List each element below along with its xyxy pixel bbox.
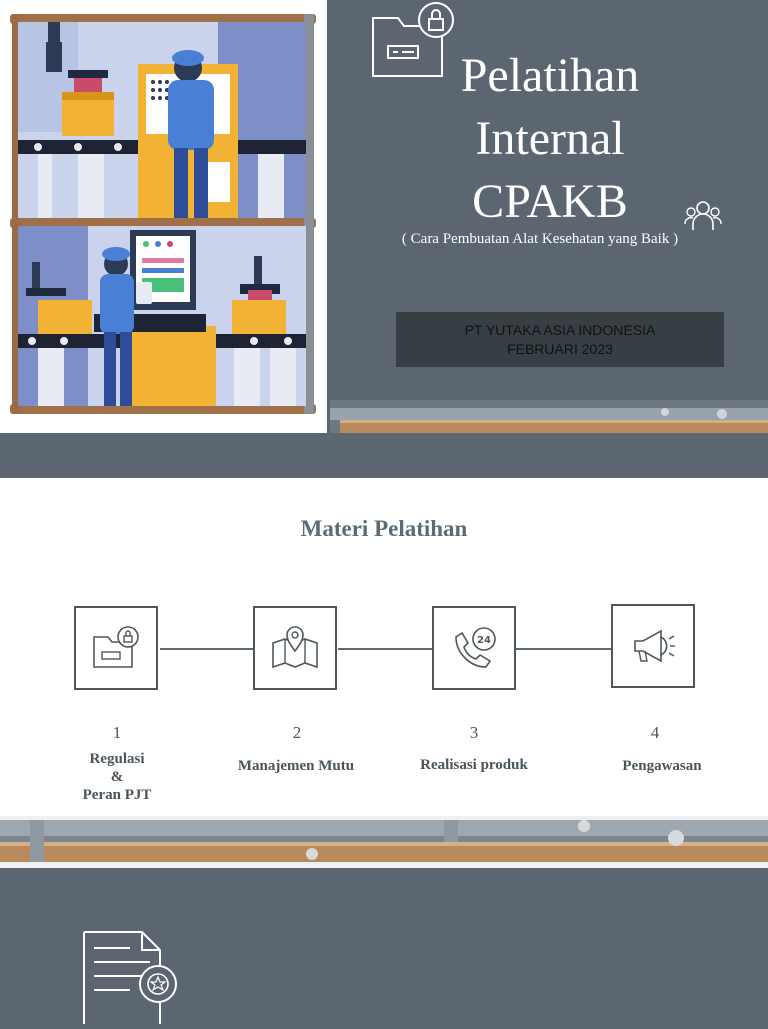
factory-scene-top <box>18 22 306 218</box>
step-3-label-line: Realisasi produk <box>420 757 528 773</box>
step-3-number: 3 <box>469 723 479 742</box>
step-4-number: 4 <box>650 723 660 742</box>
step-4-icon-box <box>611 604 695 688</box>
factory-scene-bottom <box>18 226 306 406</box>
step-1-label: Regulasi & Peran PJT <box>42 750 192 804</box>
agenda-slide: Materi Pelatihan 24 <box>0 478 768 868</box>
connector-line <box>160 648 254 650</box>
svg-text:24: 24 <box>477 635 491 646</box>
folder-lock-icon <box>368 0 460 80</box>
presentation-date: FEBRUARI 2023 <box>507 340 613 357</box>
megaphone-icon <box>634 629 675 663</box>
phone-24h-icon: 24 <box>455 627 496 668</box>
step-3-icon-box: 24 <box>432 606 516 690</box>
title-line-1: Pelatihan <box>460 49 640 102</box>
factory-worker-illustration-top <box>18 22 306 218</box>
metal-frame-right <box>304 14 314 414</box>
step-1-number: 1 <box>112 723 122 742</box>
step-3-label: Realisasi produk <box>399 756 549 774</box>
step-1-label-line: & <box>110 769 124 785</box>
certificate-document-icon <box>80 928 184 1024</box>
step-2-number: 2 <box>292 723 302 742</box>
person-group-icon <box>684 196 722 234</box>
wood-frame-middle <box>10 218 316 228</box>
factory-illustration-panel <box>0 0 327 433</box>
step-1-label-line: Peran PJT <box>82 787 152 803</box>
wood-frame-top <box>10 14 316 24</box>
step-4-label-line: Pengawasan <box>622 758 702 774</box>
wood-rail-decoration <box>330 400 768 433</box>
connector-line <box>516 648 612 650</box>
title-line-3: CPAKB <box>472 175 628 228</box>
wood-frame-bottom <box>10 404 316 414</box>
step-1-icon-box <box>74 606 158 690</box>
wood-rail-decoration <box>0 816 768 868</box>
company-date-box: PT YUTAKA ASIA INDONESIA FEBRUARI 2023 <box>396 312 724 367</box>
slide-title: Pelatihan Internal CPAKB <box>340 44 760 233</box>
wood-frame-left <box>12 14 20 414</box>
title-slide: Pelatihan Internal CPAKB ( Cara Pembuata… <box>0 0 768 433</box>
folder-lock-icon <box>93 626 139 668</box>
next-slide <box>0 868 768 1024</box>
map-pin-icon <box>272 626 318 669</box>
step-2-label-line: Manajemen Mutu <box>237 758 355 774</box>
step-1-label-line: Regulasi <box>89 751 145 767</box>
connector-line <box>338 648 432 650</box>
factory-worker-illustration-bottom <box>18 226 306 406</box>
step-2-icon-box <box>253 606 337 690</box>
title-line-2: Internal <box>475 112 625 165</box>
section-title: Materi Pelatihan <box>300 516 468 541</box>
step-2-label: Manajemen Mutu <box>221 757 371 775</box>
company-name: PT YUTAKA ASIA INDONESIA <box>464 321 656 338</box>
step-4-label: Pengawasan <box>587 757 737 775</box>
slide-subtitle: ( Cara Pembuatan Alat Kesehatan yang Bai… <box>401 231 679 247</box>
